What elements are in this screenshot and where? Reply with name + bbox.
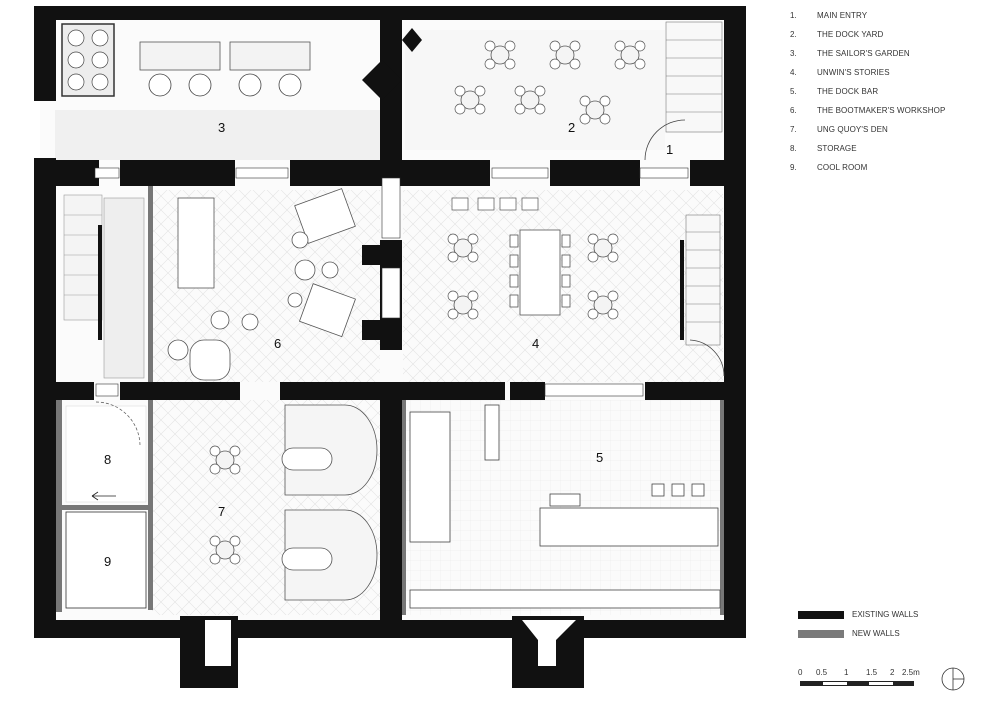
garden-benches: [139, 41, 311, 71]
room-legend: 1. MAIN ENTRY 2. THE DOCK YARD 3. THE SAILO…: [790, 6, 995, 177]
floor-plan: 1 2 3 4 5 6 7 8 9: [34, 6, 746, 688]
stair-east: [685, 214, 721, 346]
room-number-7: 7: [218, 504, 225, 519]
coolroom-arrow: [91, 491, 116, 501]
legend-number: 4.: [790, 68, 797, 77]
stories-door-swing: [689, 339, 725, 377]
scale-bar: 0 0.5 1 1.5 2 2.5m: [798, 668, 938, 698]
wall-key-existing: EXISTING WALLS: [798, 610, 918, 619]
legend-label: STORAGE: [817, 144, 857, 153]
legend-item: 4. UNWIN'S STORIES: [790, 63, 995, 82]
scale-label: 2: [890, 668, 895, 677]
legend-item: 6. THE BOOTMAKER'S WORKSHOP: [790, 101, 995, 120]
stair-entry: [665, 21, 723, 133]
legend-label: THE BOOTMAKER'S WORKSHOP: [817, 106, 946, 115]
storage-door-swing: [95, 401, 141, 447]
scale-label: 0.5: [816, 668, 828, 677]
new-wall-swatch: [798, 629, 844, 638]
room-number-8: 8: [104, 452, 111, 467]
north-arrow-icon: [941, 667, 965, 691]
scale-label: 2.5m: [902, 668, 920, 677]
legend-label: THE SAILOR'S GARDEN: [817, 49, 910, 58]
new-walls: [56, 186, 724, 615]
legend-label: UNWIN'S STORIES: [817, 68, 890, 77]
room-number-6: 6: [274, 336, 281, 351]
pillar-void-left: [205, 620, 231, 666]
legend-item: 7. UNG QUOY'S DEN: [790, 120, 995, 139]
scale-bar-graphic: [800, 681, 914, 686]
legend-number: 9.: [790, 163, 797, 172]
legend-label: THE DOCK YARD: [817, 30, 884, 39]
workshop-furniture: [167, 188, 356, 381]
legend-number: 8.: [790, 144, 797, 153]
legend-item: 9. COOL ROOM: [790, 158, 995, 177]
new-wall-label: NEW WALLS: [852, 629, 900, 638]
scale-labels: 0 0.5 1 1.5 2 2.5m: [798, 668, 938, 680]
stories-long-table: [509, 229, 571, 316]
legend-label: COOL ROOM: [817, 163, 868, 172]
room-number-9: 9: [104, 554, 111, 569]
storage-floor: [65, 405, 147, 503]
stories-stools: [451, 197, 539, 211]
legend-number: 6.: [790, 106, 797, 115]
pillar-void-right: [522, 620, 576, 666]
window-openings: [94, 167, 689, 397]
legend-item: 1. MAIN ENTRY: [790, 6, 995, 25]
wall-key-new: NEW WALLS: [798, 629, 900, 638]
stair-west: [63, 194, 145, 379]
cool-room-floor: [65, 511, 147, 609]
scale-label: 1: [844, 668, 849, 677]
legend-item: 2. THE DOCK YARD: [790, 25, 995, 44]
room-number-1: 1: [666, 142, 673, 157]
room-number-3: 3: [218, 120, 225, 135]
legend-number: 2.: [790, 30, 797, 39]
legend-label: UNG QUOY'S DEN: [817, 125, 888, 134]
stair-rail-east: [680, 240, 684, 340]
scale-label: 1.5: [866, 668, 878, 677]
garden-tables: [148, 73, 302, 97]
existing-wall-swatch: [798, 610, 844, 619]
room-number-2: 2: [568, 120, 575, 135]
entry-door-swing: [644, 119, 686, 161]
den-booths: [281, 404, 378, 601]
legend-number: 3.: [790, 49, 797, 58]
existing-walls: [34, 6, 746, 688]
room-number-4: 4: [532, 336, 539, 351]
floor-bar: [405, 400, 723, 615]
legend-item: 5. THE DOCK BAR: [790, 82, 995, 101]
garden-shade: [55, 110, 385, 160]
legend-label: MAIN ENTRY: [817, 11, 868, 20]
legend-item: 8. STORAGE: [790, 139, 995, 158]
room-number-5: 5: [596, 450, 603, 465]
scale-label: 0: [798, 668, 803, 677]
legend-number: 7.: [790, 125, 797, 134]
existing-wall-label: EXISTING WALLS: [852, 610, 919, 619]
legend-number: 1.: [790, 11, 797, 20]
planter-pots: [67, 29, 109, 91]
legend-label: THE DOCK BAR: [817, 87, 879, 96]
bar-counter: [409, 404, 721, 609]
legend-number: 5.: [790, 87, 797, 96]
legend-item: 3. THE SAILOR'S GARDEN: [790, 44, 995, 63]
stair-rail-west: [98, 225, 102, 340]
